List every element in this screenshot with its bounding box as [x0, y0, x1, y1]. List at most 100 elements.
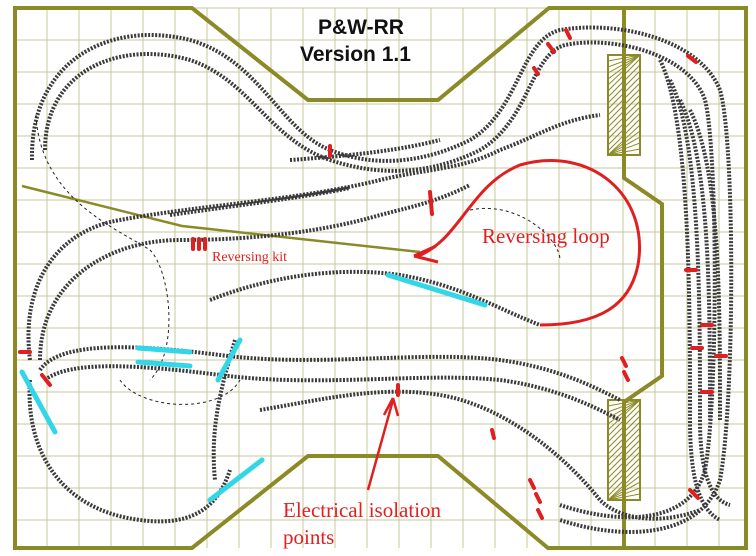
hatch-line	[607, 142, 641, 156]
track-bottom-center	[259, 389, 701, 521]
hatch-line	[607, 106, 641, 140]
isolation-point	[620, 356, 628, 368]
hatching	[607, 54, 641, 501]
hatch-line	[607, 54, 641, 80]
hatch-line	[607, 403, 641, 437]
hatch-line	[607, 399, 641, 407]
guide-curve-left	[35, 114, 170, 381]
hatch-line	[607, 475, 641, 501]
highlight-segment	[207, 457, 265, 503]
hatch-line	[607, 118, 641, 152]
hatch-line	[607, 54, 641, 74]
reversing-loop-curve	[417, 159, 641, 327]
track-siding-mid	[169, 186, 351, 217]
isolation-point	[536, 508, 544, 520]
track-middle-left-oval	[38, 183, 471, 361]
isolation-point	[534, 492, 542, 504]
hatch-line	[607, 439, 641, 473]
track-right-stack-2	[668, 79, 731, 507]
isolation-point	[622, 370, 630, 382]
track-right-stack-1	[658, 59, 721, 522]
hatch-line	[607, 469, 641, 501]
hatch-line	[607, 409, 641, 443]
hatch-line	[607, 399, 641, 419]
highlight-segment	[135, 359, 193, 369]
track-curve-center-left	[211, 339, 237, 481]
isolation-point	[532, 66, 540, 76]
isolation-points-label: Electrical isolation points	[283, 497, 473, 551]
highlight-segment	[19, 369, 58, 435]
highlight-segment	[385, 272, 488, 308]
isolation-point	[490, 428, 496, 440]
hatch-line	[607, 54, 641, 68]
hatch-line	[607, 415, 641, 449]
hatch-line	[607, 457, 641, 491]
isolation-points	[18, 28, 728, 520]
highlight-segments	[19, 272, 488, 503]
title-line-1: P&W-RR	[318, 16, 404, 39]
hatch-line	[607, 451, 641, 485]
highlight-segment	[135, 345, 193, 355]
hatch-line	[607, 82, 641, 116]
title-line-2: Version 1.1	[300, 43, 411, 66]
hatch-line	[607, 136, 641, 156]
baseboard-outline	[13, 6, 748, 550]
baseboard-fill	[15, 8, 746, 548]
hatch-line	[607, 433, 641, 467]
track-center-diagonal	[209, 269, 541, 327]
hatch-line	[607, 399, 641, 431]
hatch-line	[607, 463, 641, 497]
layout-title: P&W-RR Version 1.1	[300, 14, 460, 68]
isolation-point	[686, 54, 698, 64]
baseboard	[13, 6, 748, 550]
isolation-arrow-head	[382, 397, 400, 417]
hatch-line	[607, 481, 641, 501]
reversing-kit-label: Reversing kit	[212, 250, 288, 265]
track-lower-loop-2	[43, 364, 621, 422]
hatch-line	[607, 70, 641, 104]
hatch-line	[607, 100, 641, 134]
isolation-label-line-2: points	[283, 525, 335, 549]
isolation-point	[688, 488, 700, 500]
isolation-point	[428, 190, 434, 216]
divider-line	[21, 184, 421, 254]
hatch-line	[607, 94, 641, 128]
isolation-point	[546, 42, 556, 54]
guide-curves	[35, 114, 561, 405]
hatch-line	[607, 112, 641, 146]
hatch-line	[607, 58, 641, 92]
hatch-line	[607, 399, 641, 425]
highlight-segment	[215, 337, 243, 383]
reversing-loop	[413, 159, 641, 327]
isolation-arrow-shaft	[366, 399, 395, 491]
hatch-line	[607, 124, 641, 156]
guide-curve-bottom	[119, 379, 241, 405]
hatch-line	[607, 76, 641, 110]
track-upper-left-loop	[29, 25, 734, 534]
track-main-curve-1	[26, 113, 601, 361]
hatch-line	[607, 493, 641, 501]
reversing-loop-arrow	[413, 244, 439, 264]
isolation-arrow	[366, 397, 400, 491]
hatch-line	[607, 54, 641, 86]
hatch-line	[607, 54, 641, 62]
hatch-line	[607, 64, 641, 98]
track-lower-loop	[38, 345, 621, 402]
hatch-line	[607, 399, 641, 413]
hatch-line	[607, 427, 641, 461]
hatch-line	[607, 88, 641, 122]
hatch-line	[607, 487, 641, 501]
hatch-line	[607, 130, 641, 156]
hatch-line	[607, 148, 641, 156]
hatch-line	[607, 421, 641, 455]
track-siding-top	[289, 138, 441, 162]
isolation-label-line-1: Electrical isolation	[283, 498, 442, 522]
hatch-line	[607, 445, 641, 479]
isolation-point	[40, 373, 52, 387]
track-right-stack-3	[678, 99, 712, 421]
reversing-loop-label: Reversing loop	[482, 224, 610, 248]
track-right-stack-4	[688, 109, 722, 421]
guide-curve-center	[469, 208, 561, 261]
isolation-point	[564, 28, 572, 40]
